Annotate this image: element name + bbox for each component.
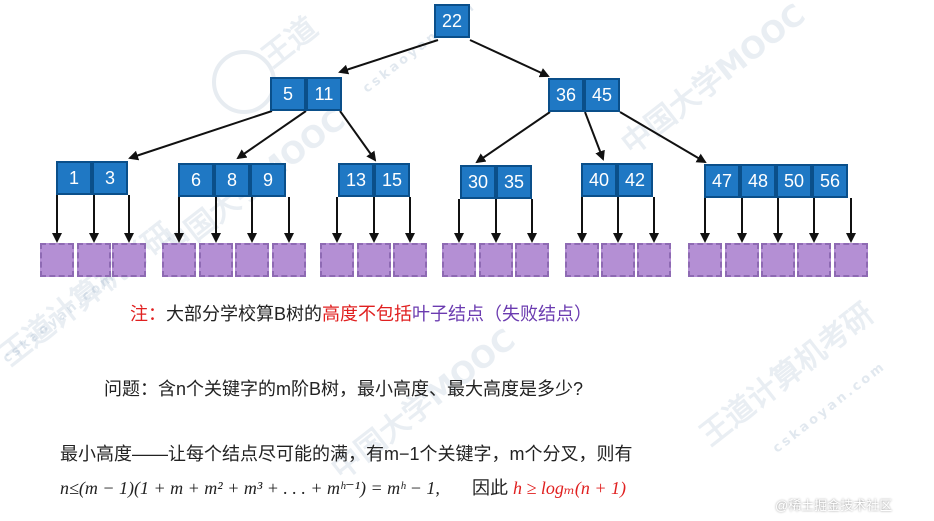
edge: [338, 39, 439, 75]
node-key: 36: [548, 78, 584, 112]
node-key: 5: [270, 77, 306, 111]
leaf-node: [112, 243, 146, 277]
node-key: 50: [776, 164, 812, 198]
node-key: 47: [704, 164, 740, 198]
node-key: 11: [306, 77, 342, 111]
conclusion-formula: h ≥ logₘ(n + 1): [512, 478, 627, 498]
footer-watermark: @稀土掘金技术社区: [775, 498, 893, 513]
node-key: 6: [178, 163, 214, 197]
node-key: 56: [812, 164, 848, 198]
leaf-node: [393, 243, 427, 277]
leaf-node: [515, 243, 549, 277]
node-key: 30: [460, 165, 496, 199]
leaf-node: [357, 243, 391, 277]
question-text: 问题：含n个关键字的m阶B树，最小高度、最大高度是多少?: [104, 379, 584, 399]
formula: n≤(m − 1)(1 + m + m² + m³ + . . . + mʰ⁻¹…: [60, 478, 440, 498]
leaf-node: [725, 243, 759, 277]
node-key: 42: [617, 163, 653, 197]
leaf-node: [162, 243, 196, 277]
leaf-node: [565, 243, 599, 277]
node-key: 9: [250, 163, 286, 197]
leaf-node: [479, 243, 513, 277]
note-prefix: 注：: [130, 304, 166, 324]
note-line: 注：大部分学校算B树的高度不包括叶子结点（失败结点）: [130, 300, 592, 326]
node-key: 15: [374, 163, 410, 197]
leaf-node: [834, 243, 868, 277]
edge: [584, 111, 605, 161]
conclusion-label: 因此: [471, 478, 508, 499]
node-key: 45: [584, 78, 620, 112]
node-key: 35: [496, 165, 532, 199]
leaf-node: [40, 243, 74, 277]
root-key: 22: [434, 4, 470, 38]
answer-formula-line: n≤(m − 1)(1 + m + m² + m³ + . . . + mʰ⁻¹…: [60, 474, 626, 500]
edge: [339, 110, 377, 162]
leaf-node: [199, 243, 233, 277]
leaf-node: [688, 243, 722, 277]
leaf-node: [320, 243, 354, 277]
edge: [128, 110, 273, 161]
leaf-node: [235, 243, 269, 277]
leaf-node: [761, 243, 795, 277]
node-key: 40: [581, 163, 617, 197]
edge: [475, 111, 551, 164]
leaf-node: [77, 243, 111, 277]
note-leaf-text: 叶子结点（失败结点）: [412, 304, 593, 324]
leaf-node: [272, 243, 306, 277]
leaf-node: [601, 243, 635, 277]
note-highlight: 高度不包括: [322, 304, 413, 324]
leaf-node: [637, 243, 671, 277]
node-key: 8: [214, 163, 250, 197]
edge: [236, 110, 307, 160]
node-key: 48: [740, 164, 776, 198]
edge: [469, 39, 550, 78]
leaf-node: [797, 243, 831, 277]
answer-line1: 最小高度——让每个结点尽可能的满，有m−1个关键字，m个分叉，则有: [60, 444, 633, 464]
leaf-node: [442, 243, 476, 277]
node-key: 3: [92, 161, 128, 195]
node-key: 13: [338, 163, 374, 197]
edge: [619, 111, 707, 164]
node-key: 1: [56, 161, 92, 195]
note-text: 大部分学校算B树的: [166, 304, 323, 324]
